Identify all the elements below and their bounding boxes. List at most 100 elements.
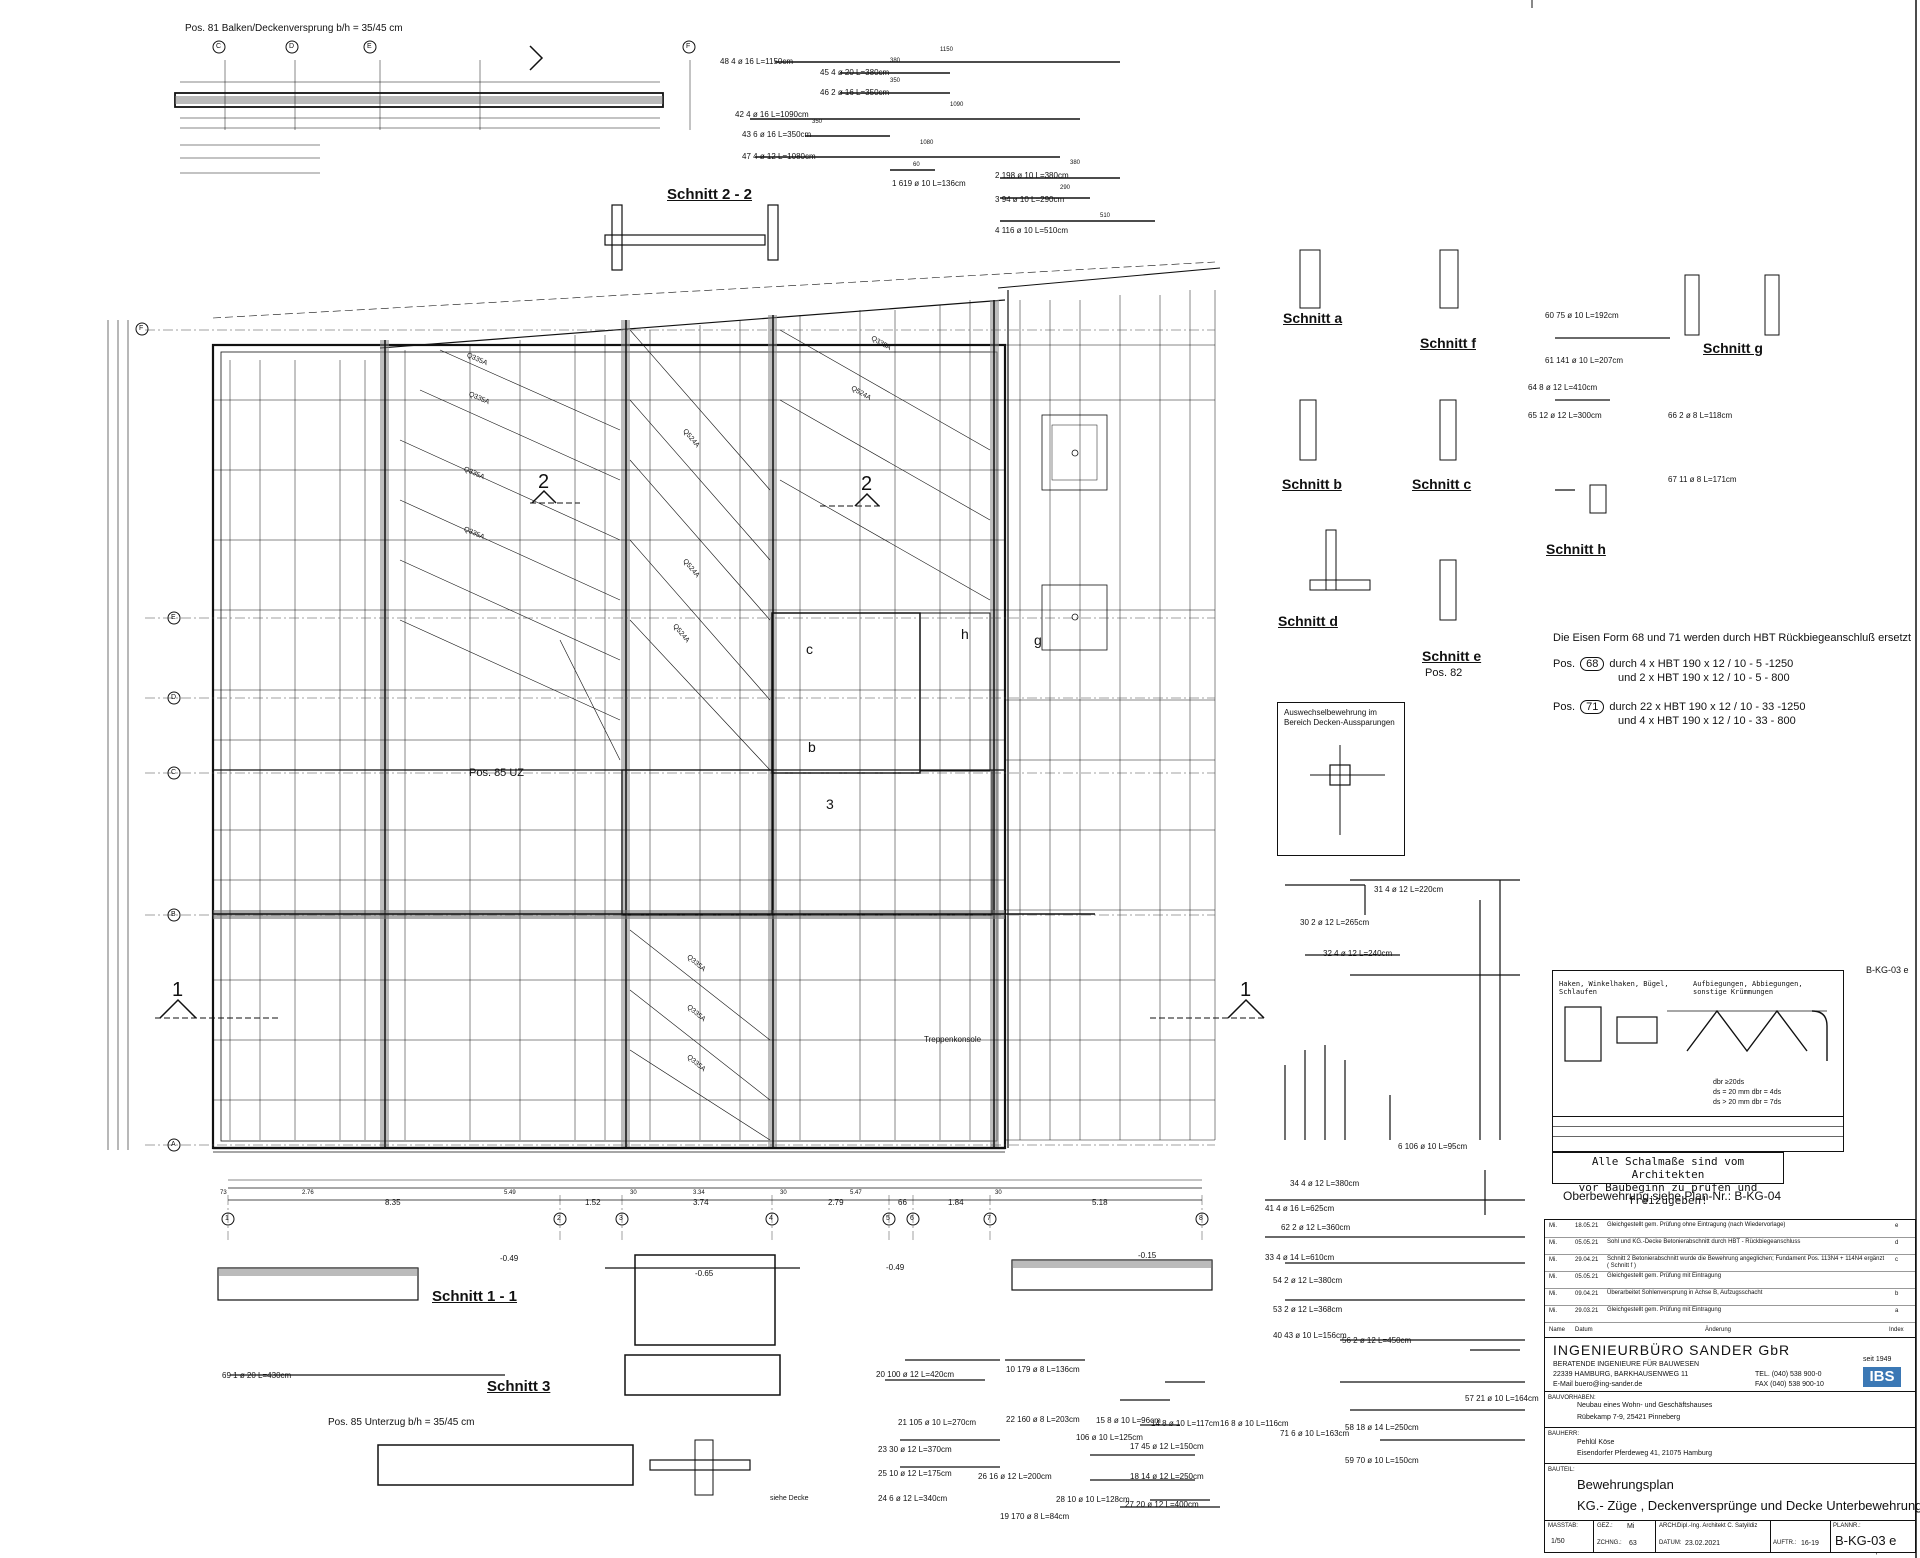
dim-bottom: 66 [898,1198,907,1207]
rebar-item: 28 10 ø 10 L=128cm [1056,1495,1130,1504]
axis-top-d: D [285,40,299,59]
bauherr-label: BAUHERR: [1548,1431,1580,1437]
rebar-item: 58 18 ø 14 L=250cm [1345,1423,1419,1432]
legend-sketch [1564,1006,1828,1062]
rebar-item: 45 4 ø 20 L=380cm [820,68,890,77]
dim-bottom-small: 3.34 [693,1190,705,1196]
rebar-item: 71 6 ø 10 L=163cm [1280,1429,1350,1438]
rebar-item: 16 8 ø 10 L=116cm [1220,1419,1289,1428]
auswechsel-box: Auswechselbewehrung im Bereich Decken-Au… [1277,702,1405,856]
rebar-dim: 380 [890,58,901,64]
arch-value: Dipl.-Ing. Architekt C. Satyildiz [1677,1523,1758,1529]
treppenkonsole-label: Treppenkonsole [924,1035,982,1044]
warn-line-2: vor Baubeginn zu prüfen und freizugeben! [1578,1181,1758,1207]
eisen-note: Die Eisen Form 68 und 71 werden durch HB… [1553,632,1912,644]
auftr-value: 16-19 [1801,1540,1819,1547]
rebar-item: 31 4 ø 12 L=220cm [1374,885,1444,894]
axis-left-b: B [167,908,181,927]
dim-bottom-small: 73 [220,1190,227,1196]
dim-bottom: 2.79 [828,1198,844,1207]
revision-by: Mi. [1549,1240,1557,1246]
warning-box: Alle Schalmaße sind vom Architekten vor … [1552,1152,1784,1207]
schnitt-d-title: Schnitt d [1278,613,1338,629]
revision-by: Mi. [1549,1223,1557,1229]
rebar-dim: 60 [913,162,920,168]
rebar-item: 43 6 ø 16 L=350cm [742,130,812,139]
bauteil-1: Bewehrungsplan [1577,1477,1674,1492]
revision-by: Mi. [1549,1308,1557,1314]
rebar-item: 24 6 ø 12 L=340cm [878,1494,948,1503]
rebar-item: 6 106 ø 10 L=95cm [1398,1142,1468,1151]
rebar-dim: 1080 [920,140,934,146]
rebar-dim: 350 [890,78,901,84]
rebar-item: 1 619 ø 10 L=136cm [892,179,966,188]
rebar-item: 33 4 ø 14 L=610cm [1265,1253,1335,1262]
pos68-number: 68 [1580,657,1605,671]
section-mark-3: 3 [826,796,834,812]
dim-bottom-small: 30 [780,1190,787,1196]
schnitt-2-2-title: Schnitt 2 - 2 [667,186,753,203]
plan-ref: B-KG-03 e [1866,965,1909,975]
rebar-item: 66 2 ø 8 L=118cm [1668,411,1733,420]
rebar-item: 69 1 ø 20 L=430cm [222,1371,292,1380]
plannr-value: B-KG-03 e [1835,1533,1897,1548]
dim-bottom: 8.35 [385,1198,401,1207]
section-mark-2-left: 2 [538,471,550,493]
gez-value: Mi [1627,1523,1635,1530]
rebar-item: 22 160 ø 8 L=203cm [1006,1415,1080,1424]
rebar-item: 17 45 ø 12 L=150cm [1130,1442,1204,1451]
axis-bottom-1: 1 [221,1212,235,1231]
firm-tel: TEL. (040) 538 900-0 [1755,1371,1822,1378]
pos71-note: Pos. 71 durch 22 x HBT 190 x 12 / 10 - 3… [1553,700,1806,714]
firm-sub: BERATENDE INGENIEURE FÜR BAUWESEN [1553,1361,1700,1368]
dim-bottom: 1.84 [948,1198,964,1207]
datum-label: DATUM: [1659,1540,1682,1546]
revision-by: Mi. [1549,1274,1557,1280]
bauvorhaben-1: Neubau eines Wohn- und Geschäftshauses [1577,1402,1713,1409]
rebar-item: 59 70 ø 10 L=150cm [1345,1456,1419,1465]
axis-bottom-8: 8 [1195,1212,1209,1231]
rebar-item: 61 141 ø 10 L=207cm [1545,356,1624,365]
massstab-label: MASSTAB: [1548,1523,1578,1529]
dim-bottom-small: 5.49 [504,1190,516,1196]
revision-by: Mi. [1549,1291,1557,1297]
bending-legend: Haken, Winkelhaken, Bügel, Schlaufen Auf… [1552,970,1844,1152]
rebar-item: 19 170 ø 8 L=84cm [1000,1512,1070,1521]
schnitt-a-title: Schnitt a [1283,310,1343,326]
pos68-note-2: und 2 x HBT 190 x 12 / 10 - 5 - 800 [1618,672,1790,684]
schnitt-3-title: Schnitt 3 [487,1378,551,1395]
plannr-label: PLANNR.: [1833,1523,1861,1529]
dim-bottom-small: 30 [995,1190,1002,1196]
schnitt-e-title: Schnitt e [1422,648,1482,664]
legend-formula-1: dbr ≥20ds [1713,1079,1745,1086]
rebar-item: 2 198 ø 10 L=380cm [995,171,1069,180]
schnitt-1-1-title: Schnitt 1 - 1 [432,1288,518,1305]
datum-value: 23.02.2021 [1685,1540,1721,1547]
revision-date: 05.05.21 [1575,1274,1599,1280]
rebar-item: 34 4 ø 12 L=380cm [1290,1179,1360,1188]
bauherr-2: Eisendorfer Pferdeweg 41, 21075 Hamburg [1577,1450,1713,1457]
rebar-dim: 350 [812,119,823,125]
rebar-item: 25 10 ø 12 L=175cm [878,1469,952,1478]
rebar-item: 14 8 ø 10 L=117cm [1151,1419,1220,1428]
rebar-item: 30 2 ø 12 L=265cm [1300,918,1370,927]
firm-since: seit 1949 [1863,1356,1892,1363]
axis-bottom-7: 7 [983,1212,997,1231]
revision-text: Sohl und KG.-Decke Betonierabschnitt dur… [1607,1239,1801,1245]
legend-hooks: Haken, Winkelhaken, Bügel, Schlaufen [1559,980,1669,997]
schnitt-g-title: Schnitt g [1703,340,1763,356]
dim-bottom-small: 5.47 [850,1190,862,1196]
level-1: -0.49 [500,1254,519,1263]
axis-top-f: F [682,40,696,59]
rebar-item: 42 4 ø 16 L=1090cm [735,110,809,119]
rebar-item: 64 8 ø 12 L=410cm [1528,383,1598,392]
pos82-label: Pos. 82 [1425,667,1463,679]
revision-text: Gleichgestellt gem. Prüfung ohne Eintrag… [1607,1222,1786,1228]
revision-date: 29.04.21 [1575,1257,1599,1263]
rebar-item: 62 2 ø 12 L=360cm [1281,1223,1351,1232]
schnitt-h-title: Schnitt h [1546,541,1606,557]
schnitt-f-title: Schnitt f [1420,335,1476,351]
axis-top-c: C [212,40,226,59]
